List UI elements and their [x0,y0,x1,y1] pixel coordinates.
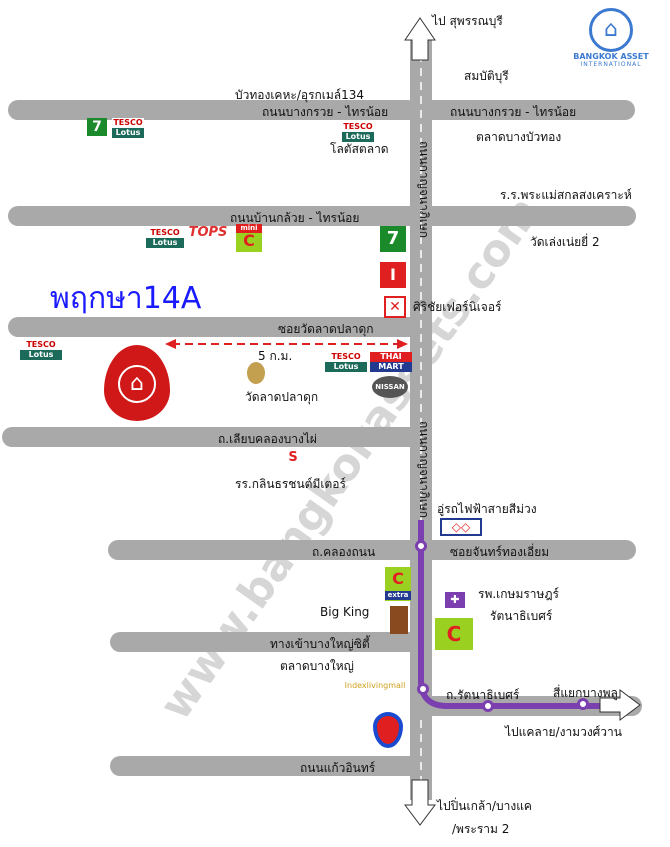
place-label: Big King [320,605,370,619]
road-4 [2,427,420,447]
nissan-logo: NISSAN [372,376,408,398]
road-8 [110,756,420,776]
place-label: ไปปิ่นเกล้า/บางแค [437,799,532,813]
place-label: ตลาดบางบัวทอง [476,130,562,144]
brand-name: BANGKOK ASSET [573,52,649,61]
main-road-label: ถนนกาญจนาภิเษก [417,420,432,519]
seven-eleven-logo: 7 [87,118,107,136]
arrow-south [404,779,436,826]
road-label: ซอยจันทร์ทองเอี่ยม [450,545,550,559]
station [415,540,427,552]
road-label: ถนนบ้านกล้วย - ไทรน้อย [230,211,360,225]
temple-icon [247,362,265,384]
building-icon: ⌂ [589,8,633,52]
road-label: ถนนแก้วอินทร์ [300,761,376,775]
arrow-east [599,689,641,721]
road-6 [110,632,420,652]
road-label: ถ.คลองถนน [312,545,376,559]
road-label: ถนนบางกรวย - ไทรน้อย [450,105,577,119]
brand-sub: INTERNATIONAL [580,61,642,68]
project-pin-icon: ⌂ [104,345,170,421]
place-label: สมบัติบุรี [464,69,509,83]
place-label: รร.กลินธรชนต์มีเตอร์ [235,477,346,491]
place-label: วัดเล่งเน่ยยี่ 2 [530,235,600,249]
school-s-logo: S [288,450,298,465]
place-label: รพ.เกษมราษฎร์ [478,587,559,601]
place-label: วัดลาดปลาดุก [245,390,319,404]
index-living-mall-logo: Indexlivingmall [344,681,406,690]
seven-eleven-logo: 7 [380,226,406,252]
hospital-logo: ✚ [445,592,465,608]
road-label: ถนนบางกรวย - ไทรน้อย [262,105,389,119]
road-5 [108,540,636,560]
road-label: ถ.เลียบคลองบางไผ่ [218,432,317,446]
road-1-left [8,100,418,120]
project-title: พฤกษา14A [50,281,202,316]
place-label: ตลาดบางใหญ่ [280,659,354,673]
place-label: สี่แยกบางพลู [553,686,618,700]
bigc-logo: C [435,618,473,650]
place-label: ร.ร.พระแม่สกลสงเคราะห์ [500,188,632,202]
mrt-logo: ◇◇ [440,518,482,536]
place-label: ศิริชัยเฟอร์นิเจอร์ [413,300,502,314]
place-label: รัตนาธิเบศร์ [490,609,553,623]
place-label: /พระราม 2 [452,822,510,836]
tops-logo: TOPS [188,225,228,240]
station [482,700,494,712]
road-1-right [420,100,635,120]
place-label: อู่รถไฟฟ้าสายสีม่วง [437,502,537,516]
building-icon [390,606,408,634]
road-3 [8,317,420,337]
road-2 [8,206,636,226]
sirichai-logo: ✕ [384,296,406,318]
road-label: ซอยวัดลาดปลาดุก [278,322,374,336]
ptt-logo [373,712,403,748]
road-label: ทางเข้าบางใหญ่ซิตี้ [270,637,370,651]
place-label: โลตัสตลาด [330,142,389,156]
station [577,698,589,710]
brand-logo: ⌂ BANGKOK ASSET INTERNATIONAL [570,8,652,68]
place-label: ไปแคลาย/งามวงศ์วาน [505,725,622,739]
home-icon: ⌂ [118,365,156,403]
main-road-label: ถนนกาญจนาภิเษก [417,140,432,239]
place-label: บัวทองเคหะ/อุรกเมล์134 [235,88,365,102]
road-label: ถ.รัตนาธิเบศร์ [446,688,520,702]
station [417,683,429,695]
arrow-north [404,17,436,61]
place-label: ไป สุพรรณบุรี [432,14,503,28]
distance-label: 5 ก.ม. [258,349,293,363]
isuzu-logo: I [380,262,406,288]
